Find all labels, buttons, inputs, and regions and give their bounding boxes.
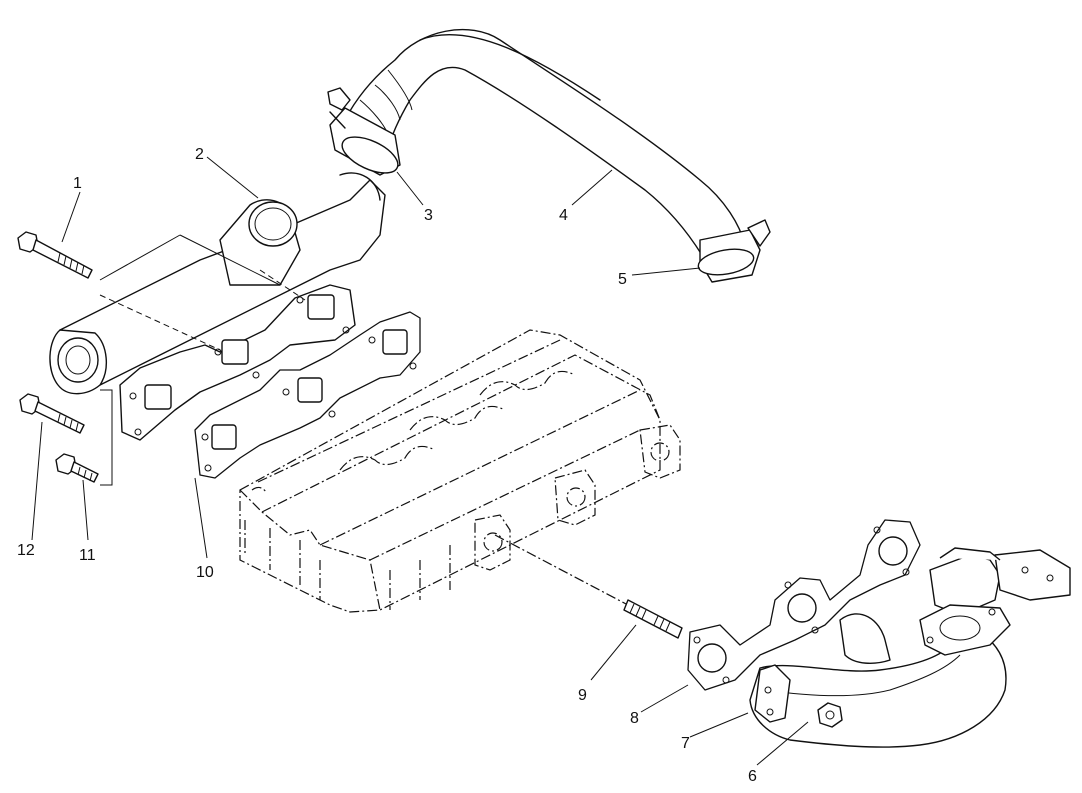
callout-11: 11 bbox=[79, 547, 96, 564]
nut-6 bbox=[817, 702, 843, 728]
callout-4: 4 bbox=[559, 207, 568, 224]
cylinder-head bbox=[239, 329, 681, 613]
stud-9 bbox=[494, 534, 683, 639]
callout-6: 6 bbox=[748, 768, 757, 785]
hose-clamp-5 bbox=[697, 219, 771, 283]
callout-1: 1 bbox=[73, 175, 82, 192]
bolt-12 bbox=[19, 393, 85, 434]
gasket-left bbox=[194, 311, 421, 479]
callout-2: 2 bbox=[195, 146, 204, 163]
callout-7: 7 bbox=[681, 735, 690, 752]
callout-labels: 1 2 3 4 5 6 7 8 9 10 11 12 bbox=[17, 146, 757, 785]
hose-clamp-3 bbox=[327, 87, 401, 176]
callout-10: 10 bbox=[196, 564, 214, 581]
callout-9: 9 bbox=[578, 687, 587, 704]
exhaust-manifold-left bbox=[49, 172, 386, 441]
exhaust-manifold-right bbox=[749, 547, 1071, 748]
callout-5: 5 bbox=[618, 271, 627, 288]
callout-12: 12 bbox=[17, 542, 35, 559]
callout-8: 8 bbox=[630, 710, 639, 727]
callout-3: 3 bbox=[424, 207, 433, 224]
leader-lines bbox=[31, 156, 809, 766]
bolt-1 bbox=[17, 231, 93, 279]
bolt-11 bbox=[55, 389, 113, 486]
gasket-right bbox=[687, 519, 921, 691]
